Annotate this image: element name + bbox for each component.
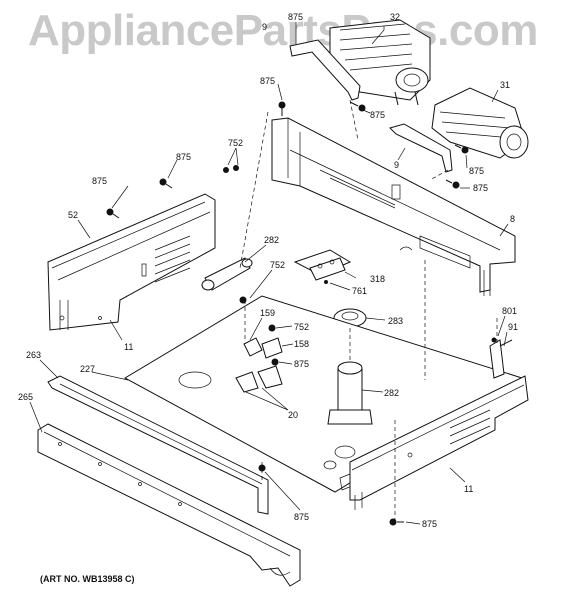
bracket-9-right: [389, 123, 453, 173]
callout-159: 159: [260, 308, 275, 318]
callout-875: 875: [176, 152, 191, 162]
leader-lines: [29, 22, 509, 525]
callout-263: 263: [26, 350, 41, 360]
bracket-9-upper: [289, 39, 361, 101]
assembly-lines: [239, 99, 498, 520]
callout-32: 32: [390, 12, 400, 22]
bracket-20: [235, 365, 283, 393]
callout-752: 752: [294, 322, 309, 332]
callout-282: 282: [384, 388, 399, 398]
rail-263: [47, 375, 269, 515]
front-panel-265: [37, 423, 301, 587]
callout-875: 875: [370, 110, 385, 120]
bracket-158: [261, 337, 283, 359]
callout-282: 282: [264, 235, 279, 245]
pin-801-91: [489, 339, 513, 379]
switch-318: [293, 249, 352, 281]
callout-761: 761: [352, 286, 367, 296]
callout-labels: 875 32 9 875 875 31 752 875 875 9 875 87…: [18, 12, 518, 529]
callout-52: 52: [68, 210, 78, 220]
callout-875: 875: [469, 166, 484, 176]
callout-20: 20: [288, 410, 298, 420]
callout-875: 875: [92, 176, 107, 186]
screws: [106, 101, 497, 526]
callout-875: 875: [288, 12, 303, 22]
callout-752: 752: [228, 138, 243, 148]
side-panel-52: [47, 193, 216, 331]
side-panel-11-right: [349, 375, 529, 510]
callout-875: 875: [473, 183, 488, 193]
callout-31: 31: [500, 80, 510, 90]
callout-158: 158: [294, 339, 309, 349]
watermark-logo: AppliancePartsPros.com: [28, 6, 538, 55]
callout-875: 875: [294, 512, 309, 522]
callout-11: 11: [124, 342, 133, 352]
rear-panel-8: [271, 117, 516, 296]
callout-318: 318: [370, 274, 385, 284]
callout-801: 801: [502, 306, 517, 316]
callout-875: 875: [294, 359, 309, 369]
tube-282-lower: [327, 361, 373, 425]
fan-motor-31: [431, 87, 529, 159]
callout-8: 8: [510, 214, 515, 224]
callout-9: 9: [394, 160, 399, 170]
tube-282-upper: [201, 257, 253, 291]
callout-9: 9: [262, 22, 267, 32]
callout-752: 752: [270, 260, 285, 270]
callout-265: 265: [18, 392, 33, 402]
fan-motor-32: [329, 19, 431, 106]
callout-875: 875: [422, 519, 437, 529]
base-floor: [123, 295, 524, 493]
bracket-159: [243, 337, 263, 357]
callout-11: 11: [464, 484, 473, 494]
callout-227: 227: [80, 364, 95, 374]
art-number: (ART NO. WB13958 C): [40, 574, 135, 584]
callout-283: 283: [388, 316, 403, 326]
callout-91: 91: [508, 322, 518, 332]
callout-875: 875: [260, 76, 275, 86]
